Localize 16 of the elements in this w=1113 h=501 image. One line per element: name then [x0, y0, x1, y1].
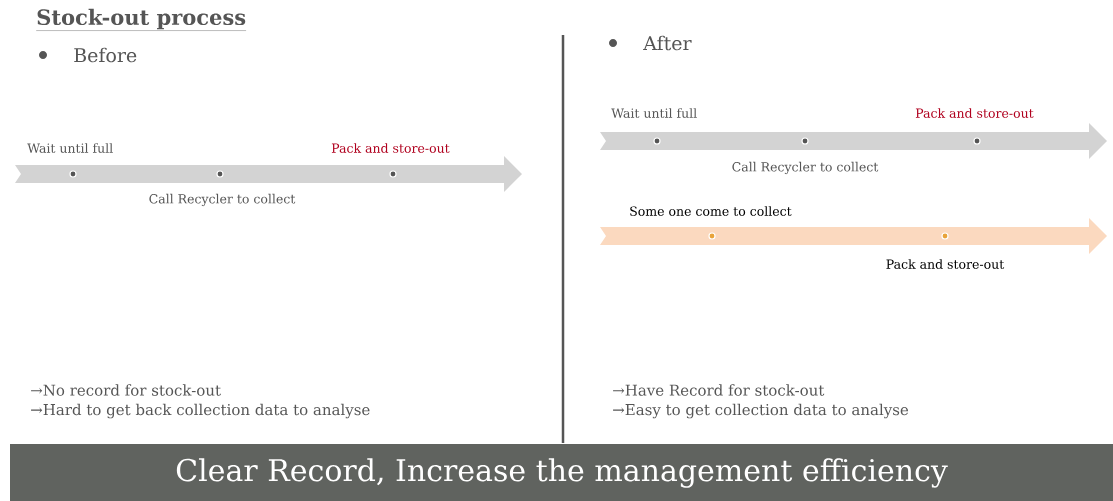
note-text: →Have Record for stock-out	[613, 384, 825, 396]
step-label: Some one come to collect	[630, 206, 792, 216]
step-label: Pack and store-out	[331, 143, 450, 153]
section-heading: After	[643, 35, 692, 51]
step-label: Wait until full	[611, 108, 697, 118]
section-heading: Before	[74, 47, 137, 63]
step-label: Call Recycler to collect	[732, 161, 879, 175]
note-text: →Hard to get back collection data to analyse	[31, 403, 370, 419]
step-label: Pack and store-out	[886, 259, 1005, 269]
title: Stock-out process	[36, 8, 247, 31]
step-label: Wait until full	[27, 143, 113, 153]
banner: Clear Record, Increase the management efficiency	[10, 444, 1113, 501]
note-text: →Easy to get collection data to analyse	[613, 403, 909, 419]
step-label: Call Recycler to collect	[149, 193, 296, 207]
step-label: Pack and store-out	[915, 108, 1034, 118]
note-text: →No record for stock-out	[31, 384, 221, 396]
